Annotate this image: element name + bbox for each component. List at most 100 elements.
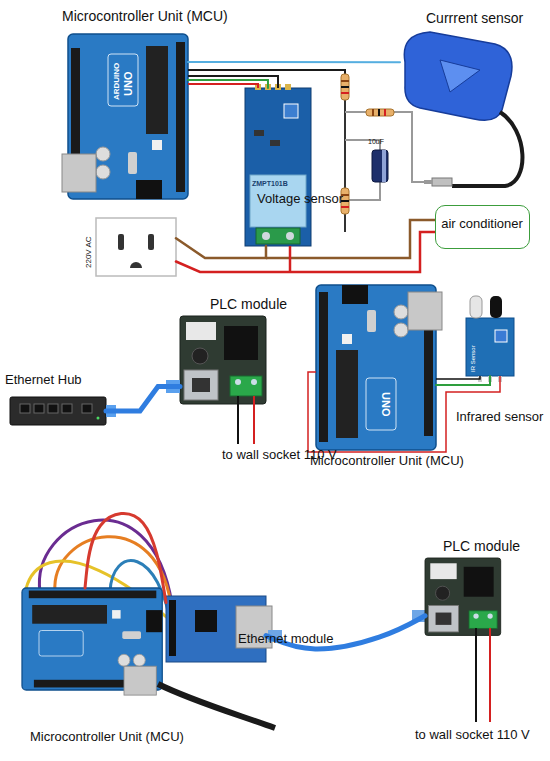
component-label: PLC module bbox=[443, 538, 520, 554]
connection-wire bbox=[188, 80, 268, 88]
voltage-sensor-board bbox=[286, 232, 294, 240]
component-label: Currrent sensor bbox=[426, 10, 523, 26]
power-wire bbox=[238, 396, 254, 444]
component-label: air conditioner bbox=[436, 217, 528, 232]
plc-board bbox=[425, 558, 501, 635]
voltage-sensor-board bbox=[284, 104, 298, 118]
capacitor-symbol bbox=[372, 150, 388, 182]
wall-socket bbox=[96, 218, 176, 276]
plc-board bbox=[180, 316, 266, 404]
capacitor-value: 10uF bbox=[368, 138, 384, 146]
component-label: Ethernet module bbox=[238, 632, 333, 647]
component-label: 220V AC bbox=[84, 236, 93, 268]
ethernet-hub bbox=[97, 417, 100, 420]
connection-wire bbox=[176, 232, 435, 272]
signal-wire bbox=[345, 182, 380, 200]
resistor-symbol bbox=[341, 206, 349, 208]
resistor-symbol bbox=[341, 86, 349, 88]
signal-wire bbox=[188, 76, 278, 88]
power-wire bbox=[476, 628, 490, 722]
ethernet-hub bbox=[10, 397, 106, 425]
arduino-board bbox=[62, 34, 188, 199]
board-logo: UNO bbox=[122, 72, 135, 96]
infrared-sensor-board bbox=[490, 296, 502, 318]
signal-wire bbox=[394, 112, 432, 182]
current-sensor-clamp bbox=[404, 32, 522, 186]
wall-socket bbox=[148, 234, 154, 250]
connection-wire bbox=[85, 513, 166, 602]
component-label: Infrared sensor bbox=[456, 410, 543, 425]
component-label: Ethernet Hub bbox=[5, 373, 82, 388]
power-note: to wall socket 110 V bbox=[222, 448, 337, 463]
current-sensor-clamp bbox=[404, 32, 512, 120]
voltage-sensor-board bbox=[254, 130, 264, 136]
infrared-sensor-board bbox=[466, 318, 514, 376]
wall-socket bbox=[118, 234, 124, 250]
usb-cable bbox=[158, 684, 275, 728]
component-label: PLC module bbox=[210, 296, 287, 312]
wall-socket bbox=[96, 218, 176, 276]
ethernet-module: Ethernet module bbox=[166, 596, 266, 662]
mcu-board: Microcontroller Unit (MCU) bbox=[316, 285, 436, 450]
resistor-symbol bbox=[341, 74, 349, 100]
board-logo: UNO bbox=[379, 392, 392, 416]
power-wire bbox=[266, 220, 435, 258]
voltage-sensor-board bbox=[256, 228, 300, 244]
plc-module: PLC module bbox=[425, 558, 501, 635]
wall-socket bbox=[130, 262, 142, 268]
infrared-sensor-board bbox=[470, 296, 482, 318]
current-sensor-clamp bbox=[432, 178, 452, 186]
arduino-board bbox=[22, 588, 162, 695]
voltage-sensor-board bbox=[245, 84, 311, 246]
power-note: to wall socket 110 V bbox=[415, 728, 530, 743]
power-wire bbox=[475, 628, 477, 722]
resistor-symbol bbox=[341, 74, 394, 214]
ethernet-hub bbox=[34, 404, 44, 413]
mcu-board: Microcontroller Unit (MCU) bbox=[68, 34, 188, 199]
component-label: Voltage sensor bbox=[257, 192, 343, 207]
mcu-board: Microcontroller Unit (MCU) bbox=[22, 588, 162, 690]
ethernet-module-board bbox=[169, 600, 176, 656]
arduino-board bbox=[316, 285, 442, 450]
resistor-symbol bbox=[384, 109, 386, 116]
ethernet-module-board bbox=[195, 610, 217, 632]
connection-wire bbox=[176, 238, 266, 258]
plc-board bbox=[425, 558, 501, 635]
current-sensor-clamp bbox=[440, 60, 480, 92]
wall-socket: 220V AC bbox=[96, 218, 176, 276]
ethernet-hub bbox=[62, 404, 72, 413]
component-label: ZMPT101B bbox=[252, 180, 288, 188]
power-wire bbox=[489, 628, 491, 722]
component-label: Microcontroller Unit (MCU) bbox=[62, 8, 228, 24]
signal-wire bbox=[344, 100, 346, 188]
resistor-symbol bbox=[341, 92, 349, 94]
current-sensor-clamp bbox=[424, 180, 432, 184]
infrared-sensor-board bbox=[495, 330, 507, 342]
board-logo: ARDUINO bbox=[112, 63, 121, 100]
arduino-board bbox=[316, 285, 442, 450]
resistor-symbol bbox=[378, 109, 380, 116]
infrared-sensor-board bbox=[466, 296, 514, 382]
ethernet-hub bbox=[48, 404, 58, 413]
ethernet-hub bbox=[82, 404, 92, 413]
connection-wire bbox=[106, 386, 180, 411]
arduino-board bbox=[22, 588, 162, 695]
power-wire bbox=[266, 220, 435, 272]
ethernet-hub bbox=[10, 397, 106, 425]
signal-wire bbox=[188, 84, 258, 88]
connection-wire bbox=[188, 61, 400, 63]
voltage-sensor-board bbox=[245, 88, 311, 246]
resistor-symbol bbox=[341, 80, 349, 82]
power-wire bbox=[253, 396, 255, 444]
ethernet-hub: Ethernet Hub bbox=[10, 397, 106, 425]
appliance-box: air conditioner bbox=[435, 205, 530, 249]
board-marking: IR Sensor bbox=[470, 345, 477, 372]
component-label: Microcontroller Unit (MCU) bbox=[30, 730, 184, 745]
voltage-sensor-board bbox=[285, 84, 291, 90]
signal-wire bbox=[436, 376, 480, 379]
signal-wire bbox=[344, 214, 346, 232]
power-wire bbox=[289, 246, 292, 272]
